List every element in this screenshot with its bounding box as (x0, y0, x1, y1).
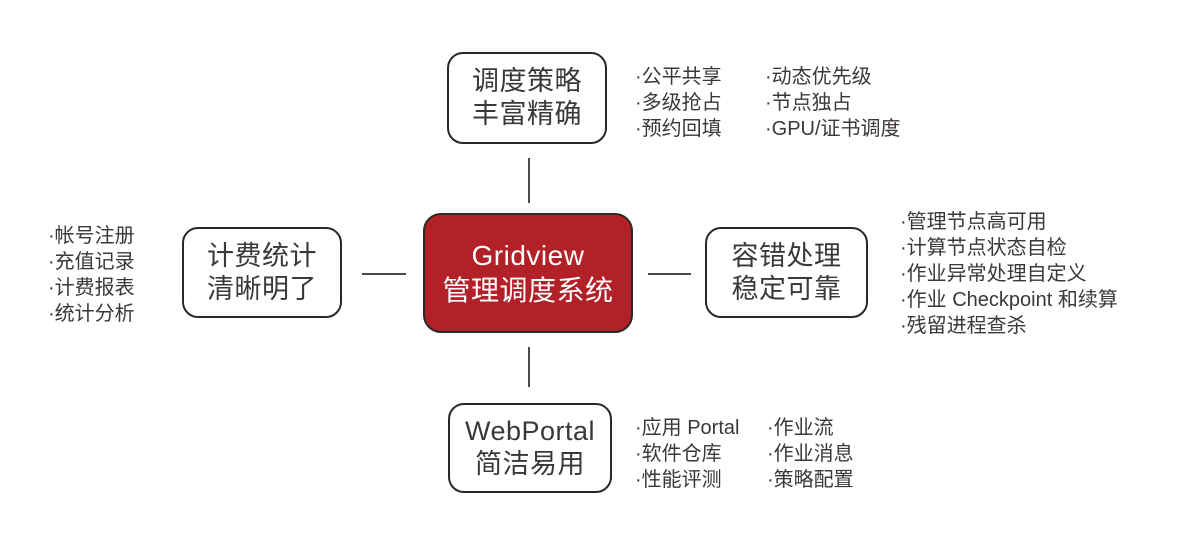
node-fault-tolerance: 容错处理 稳定可靠 (705, 227, 868, 318)
feature-item: ·作业流 (767, 417, 834, 439)
node-scheduling-policy: 调度策略 丰富精确 (447, 52, 607, 144)
feature-item: ·策略配置 (767, 469, 854, 491)
feature-item: ·公平共享 (635, 66, 722, 88)
feature-item: ·性能评测 (635, 469, 722, 491)
feature-item: ·充值记录 (48, 251, 135, 273)
node-billing-statistics: 计费统计 清晰明了 (182, 227, 342, 318)
scheduling-feature-list-col2: ·动态优先级 ·节点独占 ·GPU/证书调度 (765, 64, 901, 142)
feature-item: ·残留进程查杀 (900, 315, 1027, 337)
billing-title-line2: 清晰明了 (207, 273, 317, 304)
center-title-line2: 管理调度系统 (442, 275, 614, 306)
webportal-feature-list-col2: ·作业流 ·作业消息 ·策略配置 (767, 415, 854, 493)
connector-center-to-top (528, 158, 530, 203)
feature-item: ·计费报表 (48, 277, 135, 299)
scheduling-title-line2: 丰富精确 (472, 99, 582, 129)
fault-feature-list: ·管理节点高可用 ·计算节点状态自检 ·作业异常处理自定义 ·作业 Checkp… (900, 209, 1118, 339)
feature-item: ·管理节点高可用 (900, 211, 1047, 233)
feature-item: ·预约回填 (635, 118, 722, 140)
feature-item: ·软件仓库 (635, 443, 722, 465)
feature-item: ·计算节点状态自检 (900, 237, 1067, 259)
billing-feature-list: ·帐号注册 ·充值记录 ·计费报表 ·统计分析 (48, 223, 135, 327)
feature-item: ·节点独占 (765, 92, 852, 114)
feature-item: ·应用 Portal (635, 417, 740, 439)
billing-title-line1: 计费统计 (207, 240, 317, 271)
fault-title-line2: 稳定可靠 (731, 273, 842, 304)
fault-title-line1: 容错处理 (731, 240, 842, 271)
node-gridview-center: Gridview 管理调度系统 (423, 213, 633, 333)
feature-item: ·作业异常处理自定义 (900, 263, 1087, 285)
feature-item: ·动态优先级 (765, 66, 872, 88)
feature-item: ·多级抢占 (635, 92, 722, 114)
feature-item: ·作业消息 (767, 443, 854, 465)
connector-center-to-left (362, 273, 406, 275)
webportal-title-line1: WebPortal (464, 416, 596, 446)
feature-item: ·GPU/证书调度 (765, 118, 901, 140)
connector-center-to-bottom (528, 347, 530, 387)
feature-item: ·帐号注册 (48, 225, 135, 247)
scheduling-feature-list-col1: ·公平共享 ·多级抢占 ·预约回填 (635, 64, 722, 142)
center-title-line1: Gridview (471, 240, 585, 271)
scheduling-title-line1: 调度策略 (472, 66, 582, 96)
feature-item: ·作业 Checkpoint 和续算 (900, 289, 1118, 311)
node-webportal: WebPortal 简洁易用 (448, 403, 612, 493)
webportal-title-line2: 简洁易用 (475, 449, 585, 479)
webportal-feature-list-col1: ·应用 Portal ·软件仓库 ·性能评测 (635, 415, 739, 493)
feature-item: ·统计分析 (48, 303, 135, 325)
connector-center-to-right (648, 273, 691, 275)
